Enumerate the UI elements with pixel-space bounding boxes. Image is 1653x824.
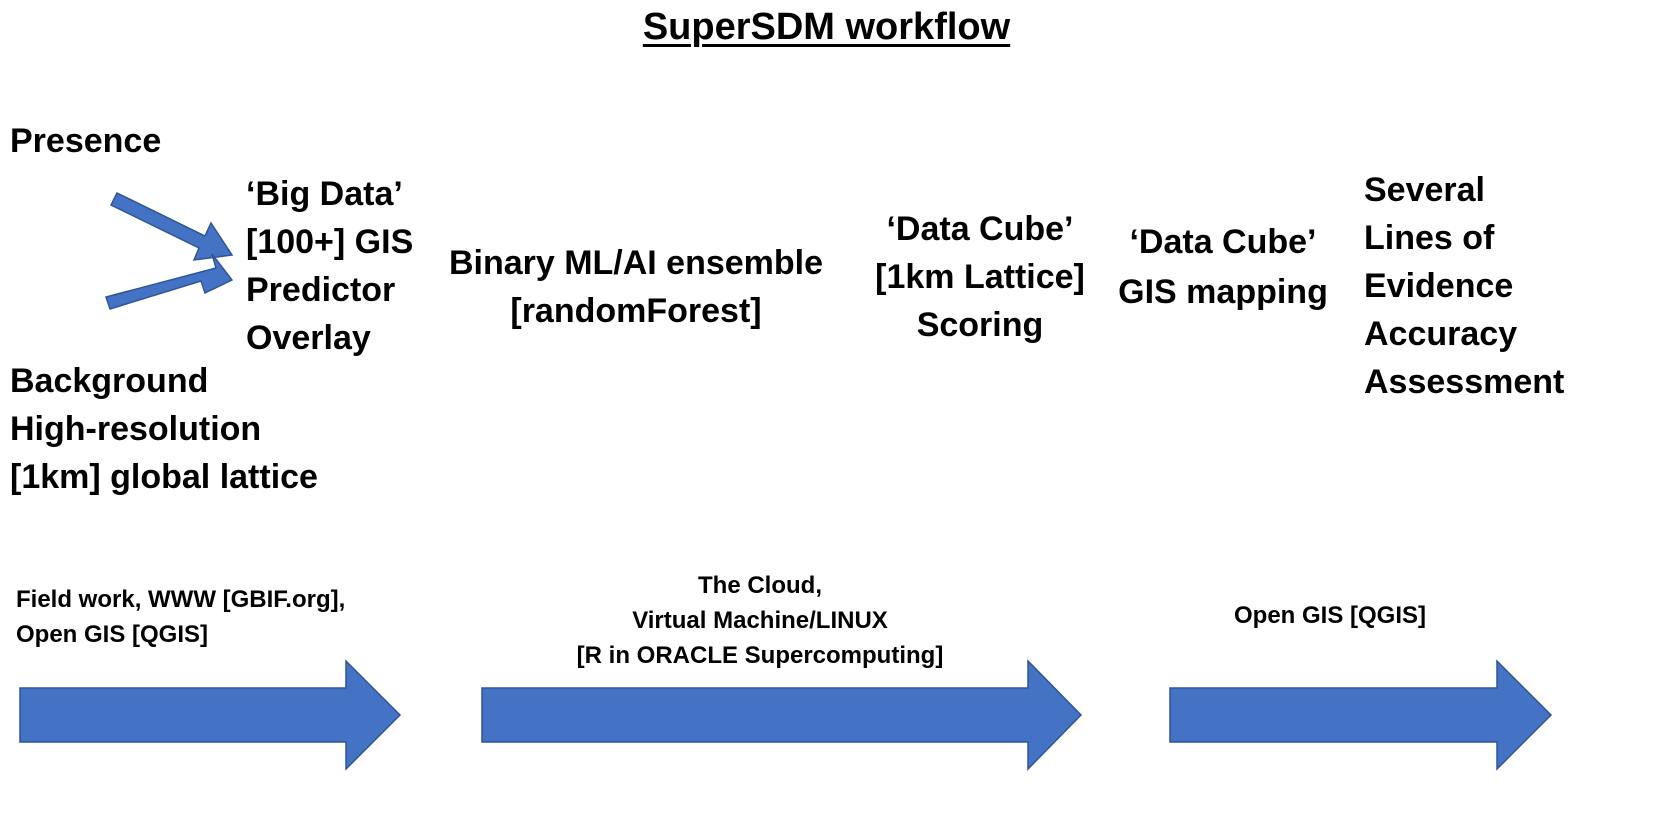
background-line: Background <box>10 362 209 400</box>
big-data-stage: ‘Big Data’ [100+] GIS Predictor Overlay <box>246 170 413 362</box>
presence-text: Presence <box>10 122 162 160</box>
field-work-tools: Field work, WWW [GBIF.org], Open GIS [QG… <box>16 582 345 652</box>
ensemble-line: [randomForest] <box>510 292 762 330</box>
assessment-stage: Several Lines of Evidence Accuracy Asses… <box>1364 166 1564 406</box>
presence-arrow <box>109 191 234 261</box>
big-data-line: [100+] GIS <box>246 223 414 261</box>
assessment-line: Accuracy <box>1364 315 1518 353</box>
assessment-line: Several <box>1364 171 1485 209</box>
cloud-arrow <box>481 659 1083 771</box>
scoring-line: Scoring <box>916 306 1044 344</box>
scoring-line: ‘Data Cube’ <box>886 210 1074 248</box>
cloud-line: [R in ORACLE Supercomputing] <box>576 642 944 669</box>
background-arrow <box>105 253 234 310</box>
cloud-tools: The Cloud, Virtual Machine/LINUX [R in O… <box>560 568 960 673</box>
mapping-line: GIS mapping <box>1118 273 1328 311</box>
background-line: [1km] global lattice <box>10 458 318 496</box>
field-work-line: Field work, WWW [GBIF.org], <box>16 586 346 613</box>
mapping-stage: ‘Data Cube’ GIS mapping <box>1103 217 1343 317</box>
cloud-line: The Cloud, <box>698 572 822 599</box>
open-gis-arrow <box>1169 659 1553 771</box>
field-work-line: Open GIS [QGIS] <box>16 621 209 648</box>
mapping-line: ‘Data Cube’ <box>1129 223 1317 261</box>
background-label: Background High-resolution [1km] global … <box>10 357 318 501</box>
scoring-stage: ‘Data Cube’ [1km Lattice] Scoring <box>860 205 1100 349</box>
ensemble-stage: Binary ML/AI ensemble [randomForest] <box>436 239 836 335</box>
open-gis-tools: Open GIS [QGIS] <box>1160 598 1500 633</box>
big-data-line: Predictor <box>246 271 396 309</box>
ensemble-line: Binary ML/AI ensemble <box>448 244 824 282</box>
scoring-line: [1km Lattice] <box>875 258 1085 296</box>
field-work-arrow <box>19 659 402 771</box>
open-gis-line: Open GIS [QGIS] <box>1233 602 1426 629</box>
presence-label: Presence <box>10 116 161 166</box>
background-line: High-resolution <box>10 410 262 448</box>
cloud-line: Virtual Machine/LINUX <box>632 607 888 634</box>
assessment-line: Assessment <box>1364 363 1565 401</box>
diagram-title: SuperSDM workflow <box>642 6 1011 48</box>
assessment-line: Lines of <box>1364 219 1495 257</box>
big-data-line: ‘Big Data’ <box>246 175 403 213</box>
big-data-line: Overlay <box>246 319 371 357</box>
assessment-line: Evidence <box>1364 267 1514 305</box>
